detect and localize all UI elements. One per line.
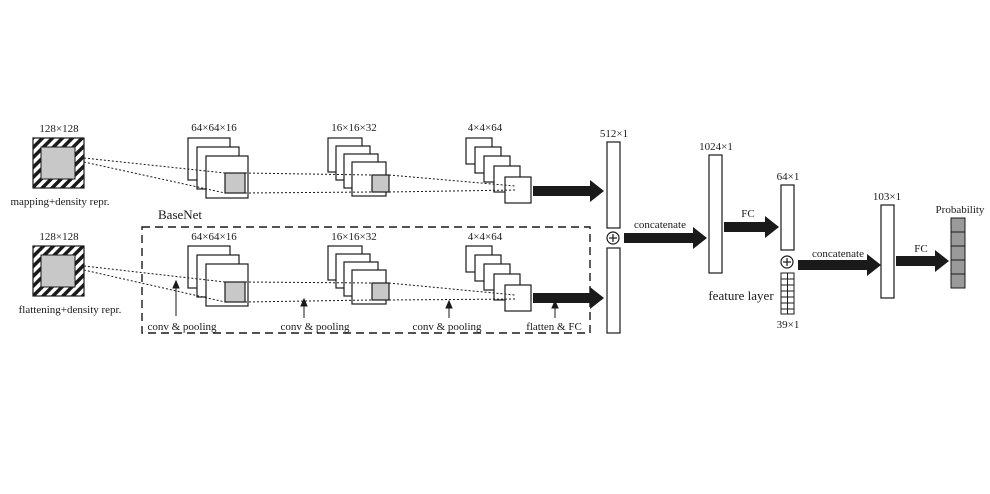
stage2-bottom-feature-maps [327,245,390,305]
stage3-bottom-size: 4×4×64 [468,231,503,243]
concat-arrow-2 [798,254,881,276]
op-label-2: conv & pooling [280,321,350,333]
top-projection-lines [83,157,516,194]
top-branch-arrow [533,180,604,202]
input-top-caption: mapping+density repr. [10,196,109,208]
bottom-branch-arrow [533,287,604,309]
vec-103-label: 103×1 [873,191,901,203]
bottom-projection-lines [83,265,516,303]
op-label-4: flatten & FC [526,321,582,333]
output-probability-vector [950,217,966,289]
input-top-image [32,137,85,189]
op-label-1: conv & pooling [147,321,217,333]
feature-layer-label: feature layer [708,288,774,303]
vec-512-label: 512×1 [600,128,628,140]
vec-39-feature-layer [780,272,795,315]
input-top-size: 128×128 [39,123,79,135]
vec-64-label: 64×1 [777,171,800,183]
fc-arrow-1 [724,216,779,238]
vec-1024-label: 1024×1 [699,141,733,153]
stage1-bottom-feature-maps [187,245,249,307]
stage3-top-size: 4×4×64 [468,122,503,134]
op-arrows [172,279,559,318]
input-bottom-image [32,245,85,297]
fc-arrow-2 [896,250,949,272]
vec-1024 [708,154,723,274]
fc-label-1: FC [741,208,754,220]
vec-39-label: 39×1 [777,319,800,331]
stage2-top-feature-maps [327,137,390,197]
fc-label-2: FC [914,243,927,255]
stage1-top-size: 64×64×16 [191,122,237,134]
basenet-box [141,226,591,334]
concat-plus-icon-1 [606,231,620,245]
concat-label-2: concatenate [812,248,864,260]
stage2-top-size: 16×16×32 [331,122,376,134]
concat-arrow-1 [624,227,707,249]
stage1-bottom-size: 64×64×16 [191,231,237,243]
stage3-top-feature-maps [465,137,532,204]
op-label-3: conv & pooling [412,321,482,333]
vec-512-bottom [606,247,621,334]
vec-64 [780,184,795,251]
basenet-title: BaseNet [158,207,202,222]
stage3-bottom-feature-maps [465,245,532,312]
concat-plus-icon-2 [780,255,794,269]
output-label: Probability [936,204,985,216]
vec-512-top [606,141,621,229]
vec-103 [880,204,895,299]
concat-label-1: concatenate [634,219,686,231]
stage2-bottom-size: 16×16×32 [331,231,376,243]
input-bottom-caption: flattening+density repr. [19,304,122,316]
input-bottom-size: 128×128 [39,231,79,243]
stage1-top-feature-maps [187,137,249,199]
